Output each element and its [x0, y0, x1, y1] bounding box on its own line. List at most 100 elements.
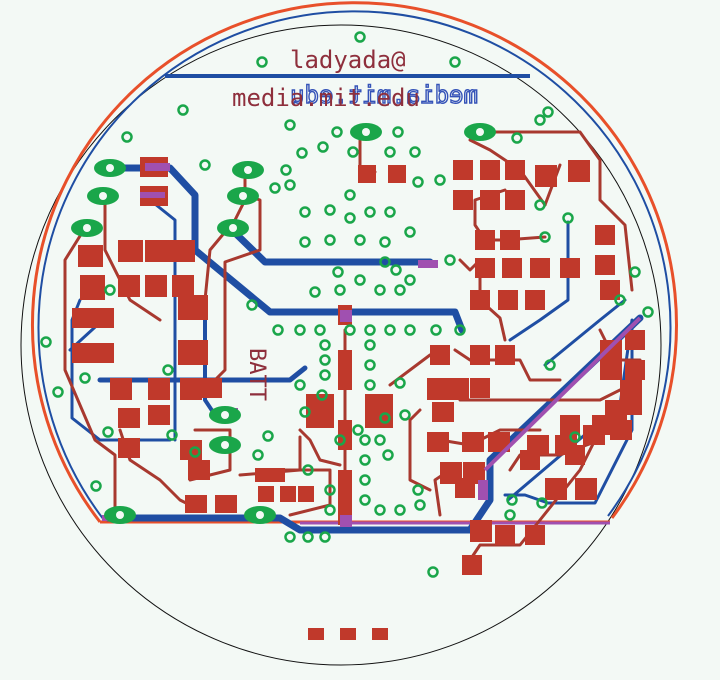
smd-pad	[453, 190, 473, 210]
via	[536, 497, 548, 509]
drill-hole	[476, 128, 484, 136]
via	[511, 132, 523, 144]
via	[412, 176, 424, 188]
via	[539, 231, 551, 243]
smd-pad	[600, 360, 622, 380]
smd-pad	[525, 525, 545, 545]
via	[382, 449, 394, 461]
smd-pad	[145, 275, 167, 297]
via	[90, 480, 102, 492]
smd-pad	[470, 520, 492, 542]
smd-pad	[455, 478, 475, 498]
smd-pad	[148, 378, 170, 400]
top-trace	[63, 226, 117, 517]
via	[324, 204, 336, 216]
smd-pad	[525, 290, 545, 310]
via	[614, 294, 626, 306]
silkscreen-batt-label: BATT	[244, 348, 269, 401]
smd-pad	[308, 628, 324, 640]
via	[569, 431, 581, 443]
via	[374, 284, 386, 296]
via	[379, 236, 391, 248]
via	[379, 412, 391, 424]
via	[262, 430, 274, 442]
via	[544, 359, 556, 371]
via	[246, 299, 258, 311]
drill-hole	[239, 192, 247, 200]
via	[334, 284, 346, 296]
via	[284, 179, 296, 191]
via	[324, 484, 336, 496]
drill-hole	[229, 224, 237, 232]
via	[256, 56, 268, 68]
smd-pad	[565, 445, 585, 465]
via	[309, 286, 321, 298]
smd-pad	[432, 402, 454, 422]
smd-pad	[430, 345, 450, 365]
via	[364, 206, 376, 218]
via	[299, 236, 311, 248]
via	[52, 386, 64, 398]
via	[374, 504, 386, 516]
smd-pad	[495, 345, 515, 365]
bottom-trace	[203, 298, 217, 417]
via	[294, 324, 306, 336]
via	[364, 359, 376, 371]
smd-pad	[595, 255, 615, 275]
via	[199, 159, 211, 171]
smd-pad	[453, 160, 473, 180]
bottom-trace	[543, 298, 627, 367]
via	[344, 324, 356, 336]
smd-pad	[172, 275, 194, 297]
smd-pad	[215, 495, 237, 513]
via	[317, 141, 329, 153]
smd-pad	[338, 350, 352, 390]
smd-pad	[575, 478, 597, 500]
smd-pad	[500, 230, 520, 250]
drill-hole	[362, 128, 370, 136]
smd-pad	[118, 275, 140, 297]
via	[354, 234, 366, 246]
smd-pad	[480, 190, 500, 210]
via	[302, 464, 314, 476]
smd-pad	[568, 160, 590, 182]
top-trace	[478, 130, 634, 292]
via	[296, 147, 308, 159]
via	[319, 369, 331, 381]
smd-pad	[427, 432, 449, 452]
drill-hole	[116, 511, 124, 519]
smd-pad	[280, 486, 296, 502]
via	[272, 324, 284, 336]
via	[104, 284, 116, 296]
smd-pad	[520, 450, 540, 470]
via	[364, 324, 376, 336]
smd-pad	[495, 525, 515, 545]
board-outline-top-layer	[30, 1, 678, 523]
smd-pad	[560, 258, 580, 278]
bottom-trace	[226, 224, 434, 266]
top-trace	[453, 348, 562, 382]
via	[324, 234, 336, 246]
via	[189, 446, 201, 458]
board-outline-bottom-layer	[37, 10, 672, 521]
via	[394, 284, 406, 296]
via	[404, 226, 416, 238]
via	[294, 379, 306, 391]
smd-pad	[470, 345, 490, 365]
via	[392, 126, 404, 138]
smd-pad	[470, 378, 490, 398]
via	[427, 566, 439, 578]
via	[409, 146, 421, 158]
smd-pad	[118, 408, 140, 428]
via	[299, 206, 311, 218]
smd-pad	[498, 290, 518, 310]
smd-pad	[180, 378, 202, 400]
smd-pad	[72, 343, 114, 363]
overlap-mark	[340, 515, 352, 527]
top-trace	[103, 193, 162, 322]
smd-pad	[340, 628, 356, 640]
via	[534, 114, 546, 126]
smd-pad	[118, 438, 140, 458]
via	[412, 484, 424, 496]
